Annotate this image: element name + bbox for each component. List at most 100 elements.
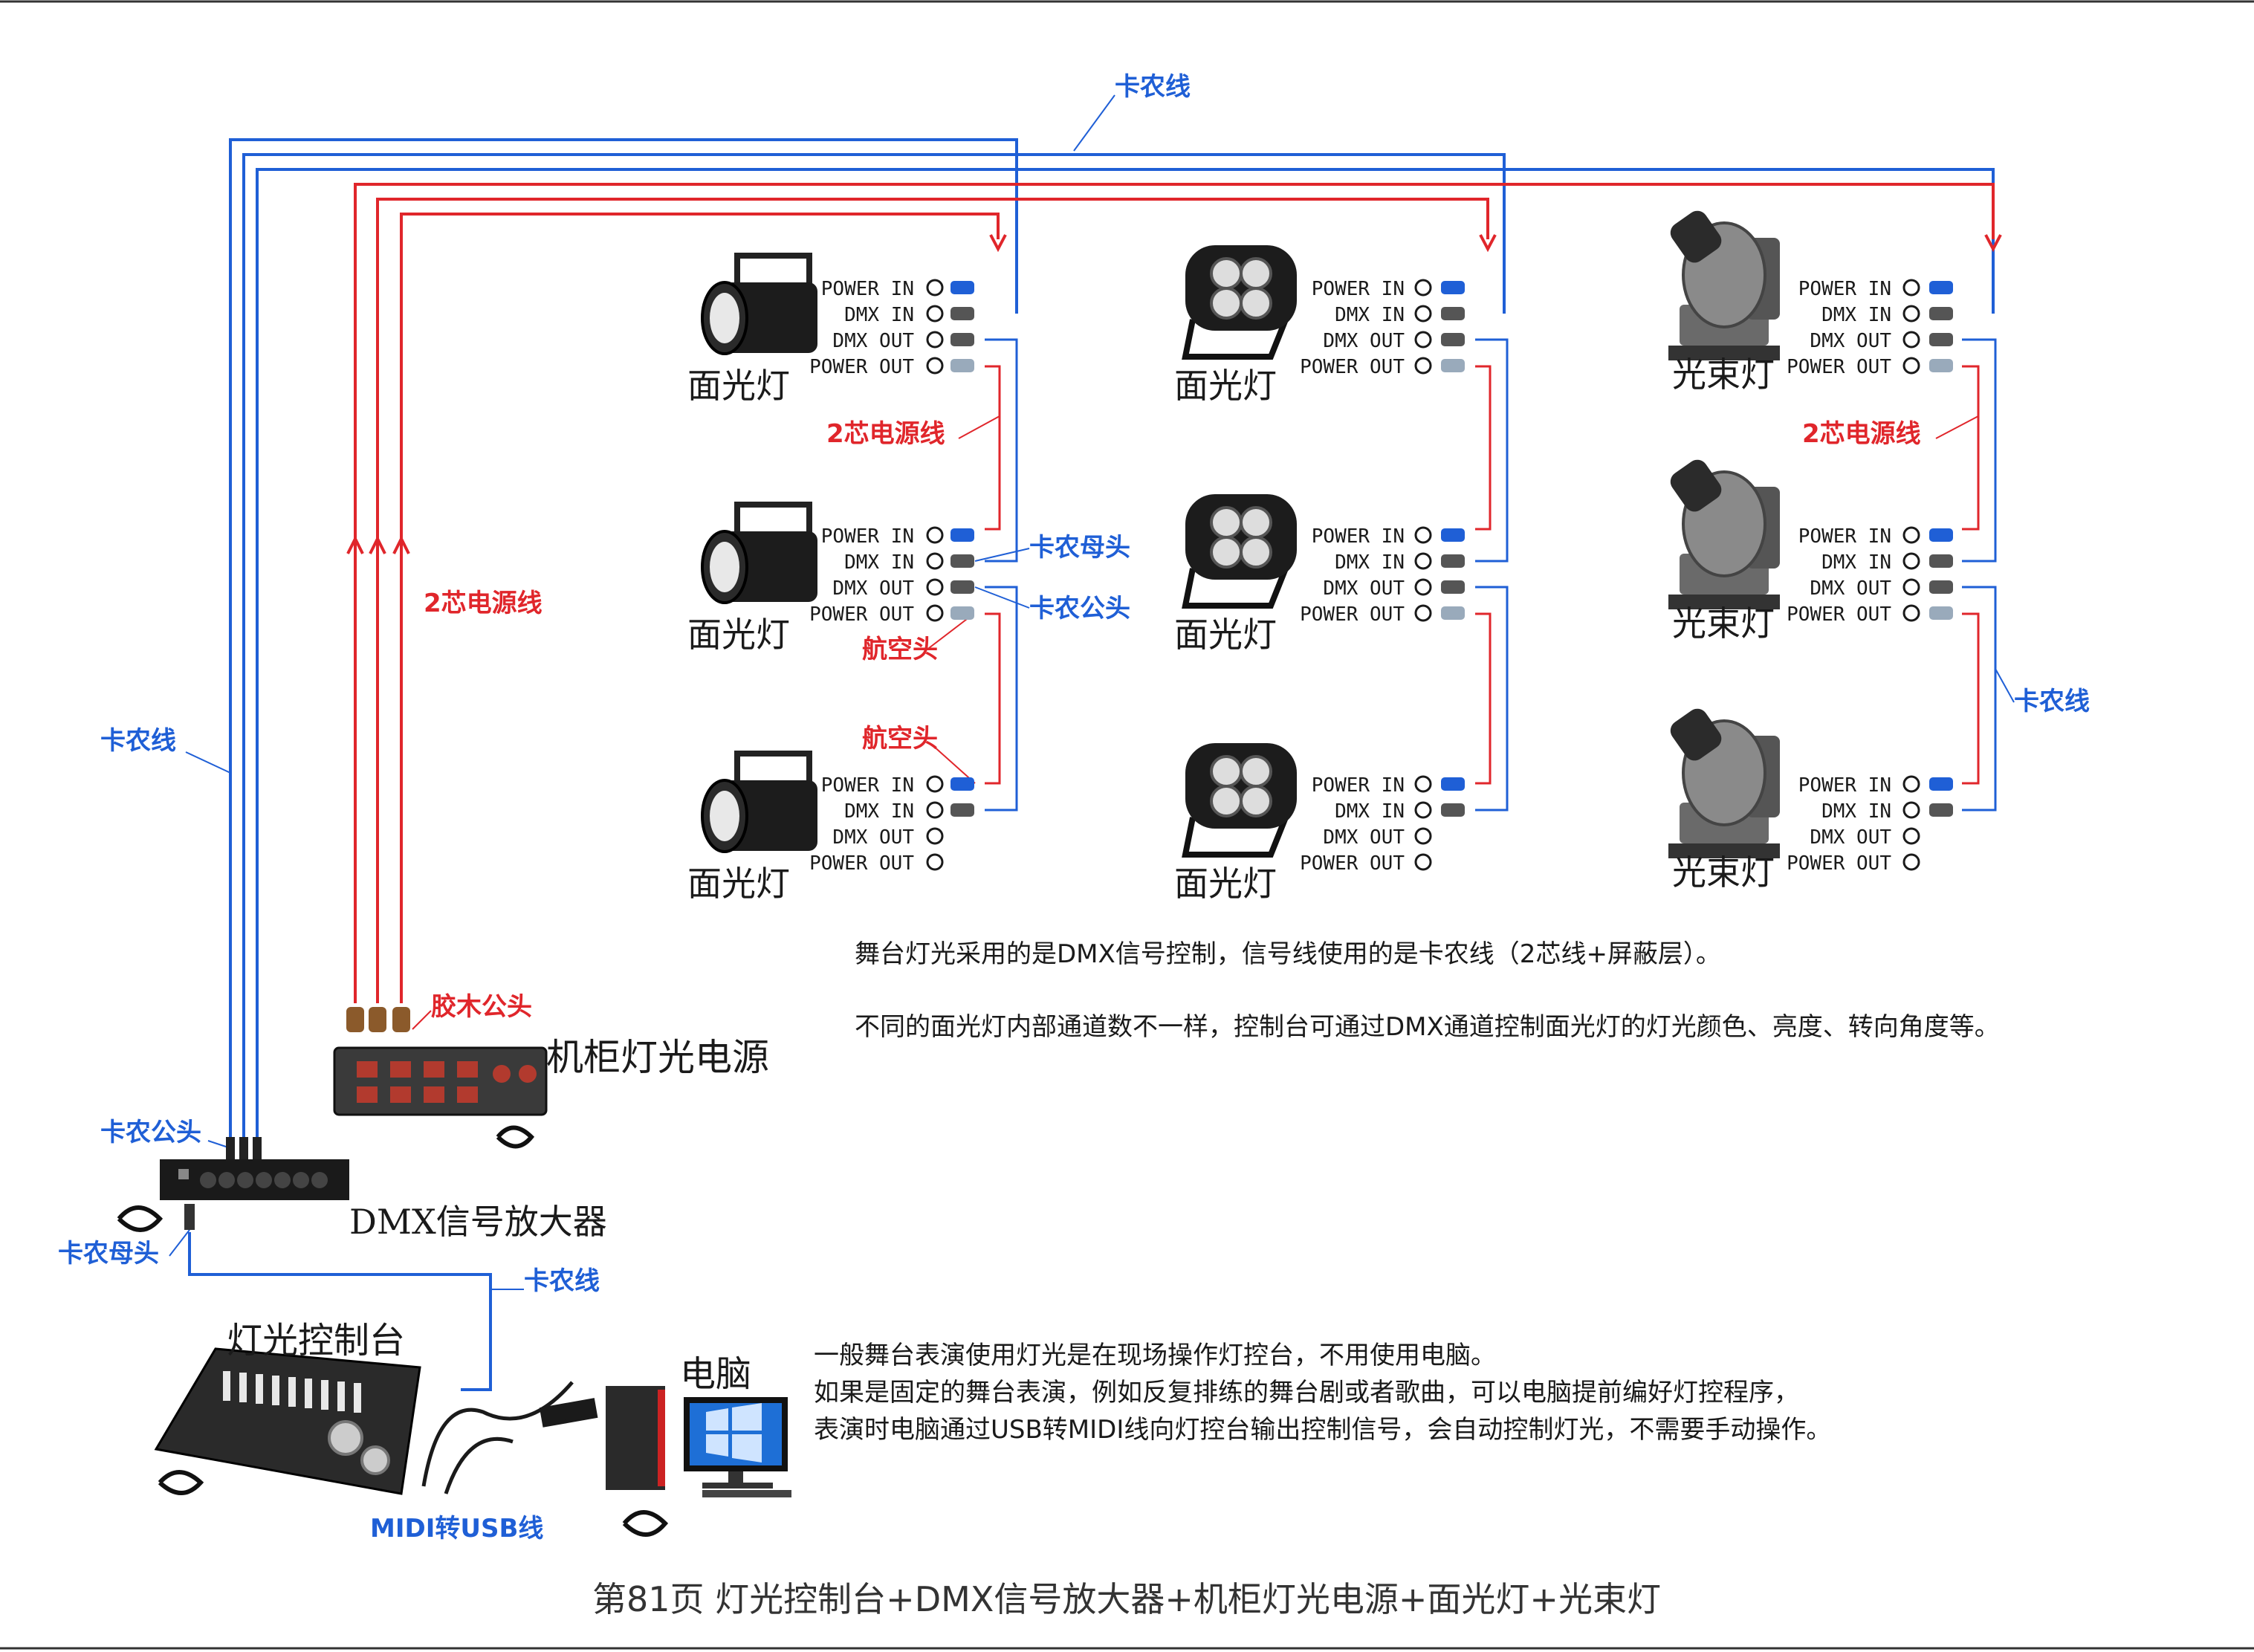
note-dmx-1: 舞台灯光采用的是DMX信号控制，信号线使用的是卡农线（2芯线+屏蔽层）。 <box>855 939 1721 969</box>
port-label: POWER IN <box>821 525 914 548</box>
fixture-name: 面光灯 <box>687 615 790 655</box>
port-jack <box>1902 331 1920 349</box>
port-jack <box>926 853 944 871</box>
port-jack <box>926 604 944 622</box>
port-label: POWER IN <box>1798 774 1891 797</box>
cable-plug <box>1929 359 1953 372</box>
port-label: POWER OUT <box>809 356 914 378</box>
cable-plug <box>950 606 974 620</box>
daisy-chain-links <box>985 338 1997 812</box>
port-jack <box>1902 279 1920 297</box>
amplifier-label: DMX信号放大器 <box>349 1202 607 1242</box>
cable-plug <box>1929 307 1953 320</box>
port-jack <box>1902 853 1920 871</box>
port-jack <box>1414 853 1432 871</box>
label-power2-left: 2芯电源线 <box>424 589 543 618</box>
cable-plug <box>1441 307 1465 320</box>
port-jack <box>1414 279 1432 297</box>
blue-trunk-cables <box>188 138 1995 1391</box>
label-kanon-top: 卡农线 <box>1115 72 1191 102</box>
port-jack <box>1414 526 1432 544</box>
cable-plug <box>950 777 974 791</box>
port-jack <box>1414 604 1432 622</box>
port-label: POWER IN <box>1798 525 1891 548</box>
note-dmx-2: 不同的面光灯内部通道数不一样，控制台可通过DMX通道控制面光灯的灯光颜色、亮度、… <box>855 1012 2000 1042</box>
note-pc-2: 如果是固定的舞台表演，例如反复排练的舞台剧或者歌曲，可以电脑提前编好灯控程序， <box>814 1378 1799 1408</box>
label-kanon-female-mid: 卡农母头 <box>1029 533 1130 563</box>
port-label: DMX OUT <box>1323 577 1405 600</box>
port-jack <box>926 526 944 544</box>
port-label: DMX IN <box>1335 304 1405 326</box>
port-jack <box>1414 775 1432 793</box>
cable-plug <box>950 803 974 817</box>
port-label: DMX OUT <box>1323 330 1405 352</box>
port-jack <box>926 279 944 297</box>
label-power2-center: 2芯电源线 <box>826 419 945 449</box>
port-jack <box>1902 305 1920 323</box>
cable-plug <box>1929 777 1953 791</box>
port-jack <box>1902 827 1920 845</box>
notes: 舞台灯光采用的是DMX信号控制，信号线使用的是卡农线（2芯线+屏蔽层）。 不同的… <box>814 939 2000 1445</box>
fixture-col3-row2: 光束灯 <box>1668 459 1780 644</box>
port-label: DMX IN <box>1821 551 1891 574</box>
cable-plug <box>1441 580 1465 594</box>
port-label: POWER IN <box>821 278 914 300</box>
computer-label: 电脑 <box>680 1353 751 1395</box>
label-kanon-female-amp: 卡农母头 <box>58 1239 159 1269</box>
port-jack <box>926 552 944 570</box>
port-jack <box>1414 552 1432 570</box>
cable-plug <box>1929 606 1953 620</box>
port-label: DMX OUT <box>832 330 914 352</box>
fixture-name: 面光灯 <box>687 366 790 406</box>
cable-plug <box>950 307 974 320</box>
port-jack <box>926 331 944 349</box>
fixture-name: 面光灯 <box>1174 615 1277 655</box>
fixture-col2-row2: 面光灯 <box>1174 494 1297 655</box>
console-label: 灯光控制台 <box>227 1320 405 1361</box>
port-label: DMX IN <box>1335 551 1405 574</box>
computer: 电脑 <box>606 1353 791 1537</box>
port-label: DMX IN <box>1821 800 1891 823</box>
fixture-col2-row3: 面光灯 <box>1174 743 1297 904</box>
cable-plug <box>1441 554 1465 568</box>
fixture-name: 光束灯 <box>1672 852 1775 893</box>
port-label: DMX OUT <box>832 826 914 849</box>
label-kanon-left: 卡农线 <box>100 726 176 756</box>
port-jack <box>1414 357 1432 375</box>
port-jack <box>1902 604 1920 622</box>
port-label: POWER OUT <box>1300 603 1405 626</box>
port-label: DMX IN <box>1821 304 1891 326</box>
cable-plug <box>1929 333 1953 346</box>
cable-plug <box>1929 803 1953 817</box>
page-caption: 第81页 灯光控制台+DMX信号放大器+机柜灯光电源+面光灯+光束灯 <box>592 1579 1661 1619</box>
cable-plug <box>1441 281 1465 294</box>
label-rubber-male: 胶木公头 <box>431 992 532 1022</box>
port-jack <box>926 357 944 375</box>
port-label: POWER OUT <box>809 852 914 875</box>
port-jack <box>1902 357 1920 375</box>
port-jack <box>1902 526 1920 544</box>
midi-usb-cable <box>421 1381 598 1494</box>
cable-plug <box>950 528 974 542</box>
port-jack <box>1414 827 1432 845</box>
cable-plug <box>1929 554 1953 568</box>
port-label: POWER OUT <box>1787 356 1891 378</box>
fixture-name: 光束灯 <box>1672 603 1775 644</box>
port-jack <box>1902 801 1920 819</box>
label-power2-right: 2芯电源线 <box>1802 419 1921 449</box>
label-midi-usb: MIDI转USB线 <box>370 1514 543 1544</box>
port-jack <box>1414 578 1432 596</box>
label-aviation-1: 航空头 <box>862 635 938 664</box>
port-label: DMX OUT <box>1810 577 1891 600</box>
lighting-console: 灯光控制台 <box>154 1320 421 1495</box>
port-label: POWER IN <box>1312 525 1405 548</box>
port-jack <box>1902 552 1920 570</box>
port-jack <box>926 578 944 596</box>
port-label: DMX IN <box>844 551 914 574</box>
cable-plug <box>1929 528 1953 542</box>
note-pc-1: 一般舞台表演使用灯光是在现场操作灯控台，不用使用电脑。 <box>814 1341 1496 1370</box>
